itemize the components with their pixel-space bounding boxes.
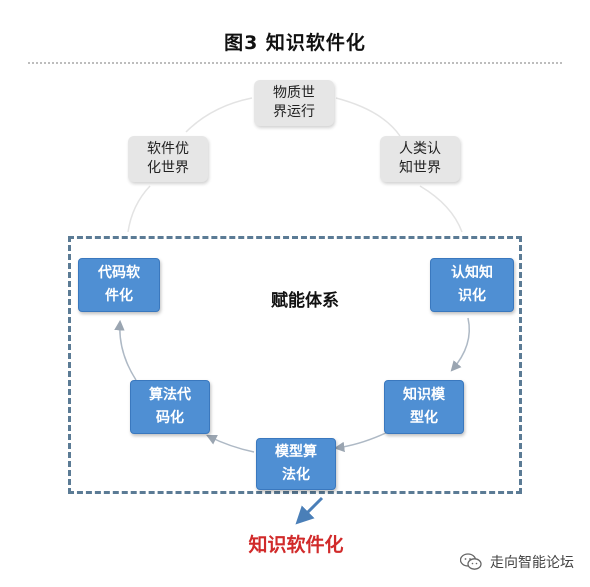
- step-cognize: 认知知 识化: [430, 258, 514, 312]
- node-software-optimize: 软件优 化世界: [128, 136, 208, 182]
- arrow-code-to-software: [114, 319, 137, 381]
- step-model: 知识模 型化: [384, 380, 464, 434]
- page-title: 图3 知识软件化: [224, 32, 366, 54]
- watermark: 走向智能论坛: [460, 552, 574, 572]
- watermark-text: 走向智能论坛: [490, 555, 574, 571]
- enabling-system-label: 赋能体系: [271, 291, 339, 311]
- arrow-to-result: [295, 496, 324, 525]
- arc-frame-to-software: [127, 185, 151, 233]
- arrow-model-to-algo: [333, 431, 389, 453]
- step-algorithm: 模型算 法化: [256, 438, 336, 490]
- step-software: 代码软 件化: [78, 258, 160, 312]
- result-label: 知识软件化: [248, 534, 344, 556]
- arrow-cognize-to-model: [450, 317, 470, 372]
- wechat-icon: [460, 553, 482, 570]
- arrow-algo-to-code: [206, 435, 255, 453]
- step-code: 算法代 码化: [130, 380, 210, 434]
- arc-physical-to-human: [335, 97, 401, 137]
- node-physical-world: 物质世 界运行: [254, 80, 334, 126]
- enabling-system-frame: [68, 236, 522, 494]
- title-divider: [28, 62, 562, 64]
- arc-software-to-physical: [185, 97, 253, 133]
- arc-human-to-frame: [419, 185, 463, 233]
- node-human-cognition: 人类认 知世界: [380, 136, 460, 182]
